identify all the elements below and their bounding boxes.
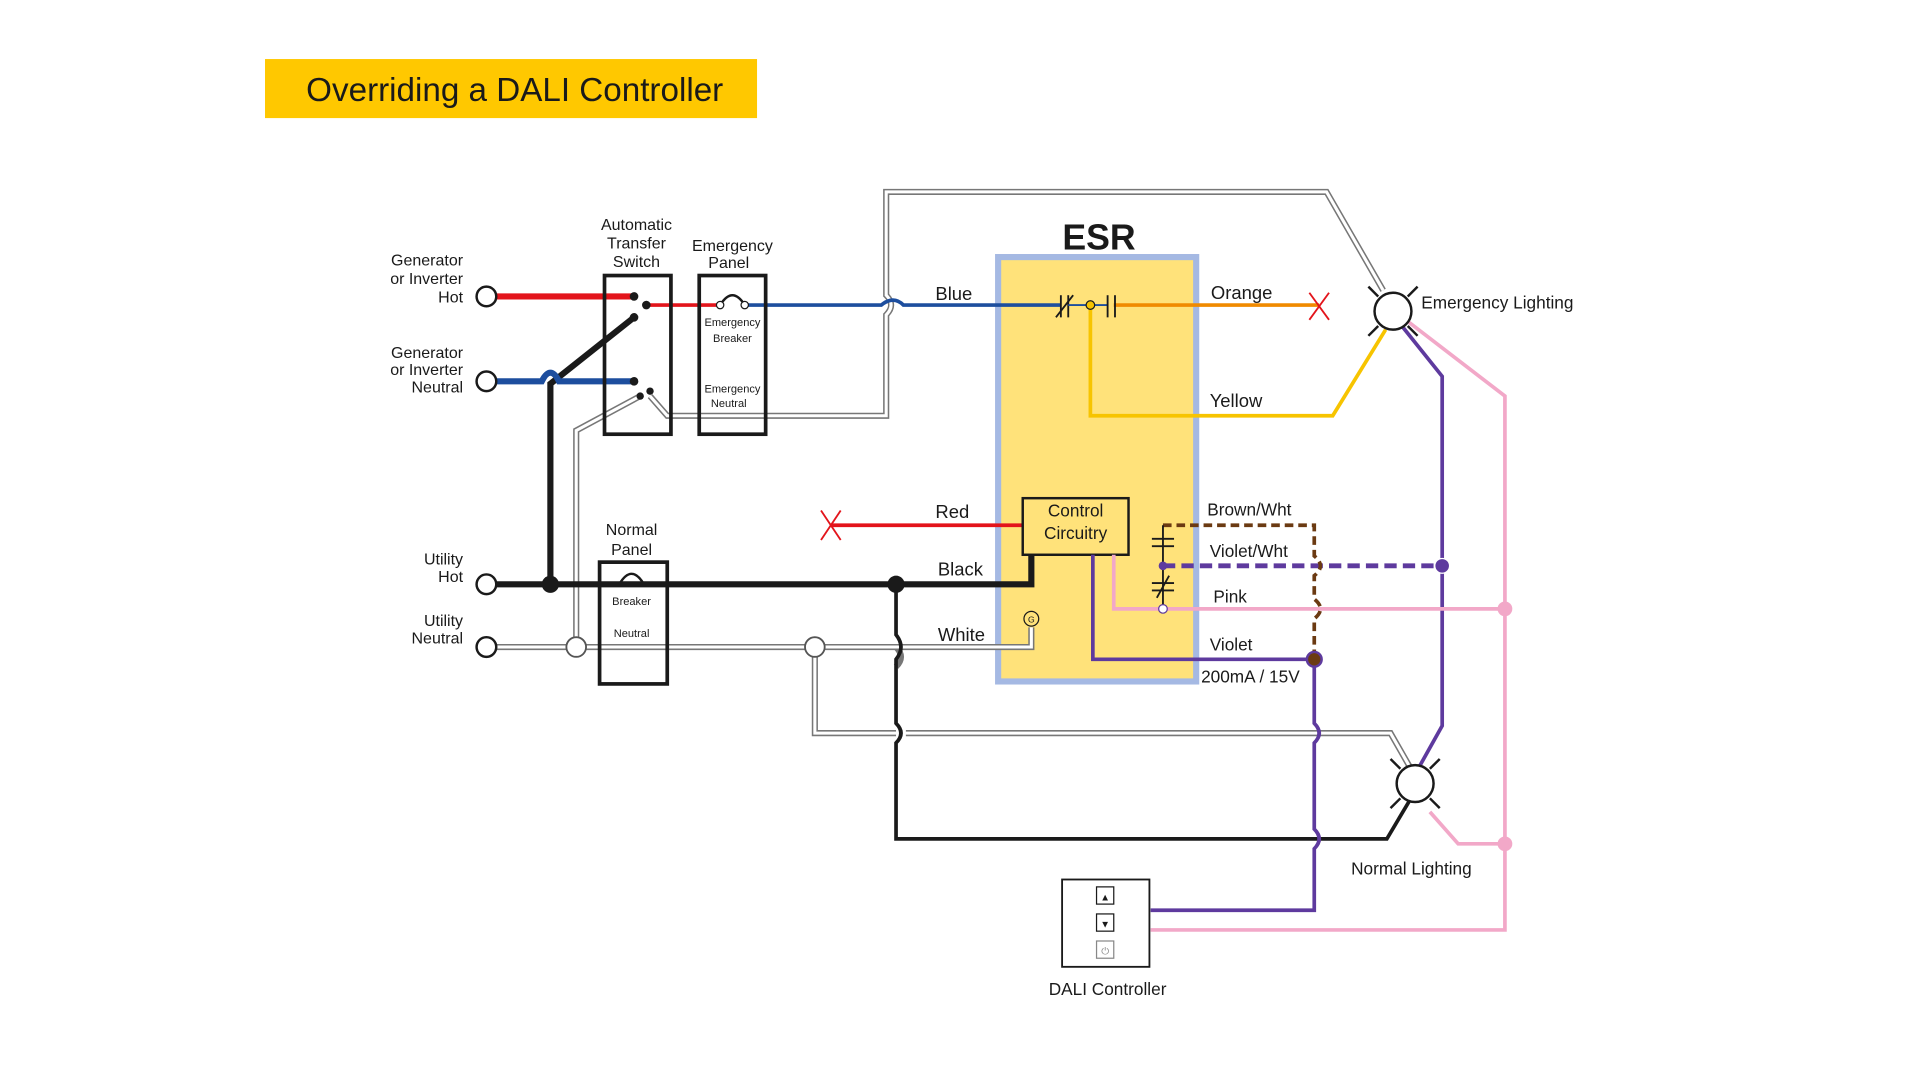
generator-hot-red-wire [496, 293, 721, 307]
violet-wire [1091, 554, 1322, 913]
capped-wire-x-icon [1308, 292, 1330, 321]
junction-dot [1158, 603, 1168, 614]
automatic-transfer-switch [602, 273, 673, 437]
dali-buttons: ▲ ▼ ⏻ [1095, 886, 1115, 959]
red-wire-label: Red [935, 501, 969, 522]
junction-dot [1497, 836, 1513, 852]
generator-neutral-label: Neutral [412, 379, 464, 396]
junction-dot [804, 636, 826, 658]
up-arrow-icon [1095, 886, 1115, 905]
junction-dot [887, 575, 905, 593]
esr-title: ESR [1062, 218, 1136, 258]
emergency-breaker-label: Emergency [704, 317, 760, 329]
up-arrow-glyph: ▲ [1100, 892, 1110, 903]
emergency-panel-label: Emergency [692, 238, 773, 255]
emergency-panel [697, 273, 768, 437]
source-terminals [475, 285, 498, 659]
ats-label: Automatic [601, 217, 672, 234]
normal-panel [597, 560, 670, 686]
neutral-label: Neutral [614, 628, 650, 640]
junction-dot [1085, 300, 1096, 310]
normal-panel-label: Normal [606, 522, 658, 539]
emergency-lighting-fixture [1367, 285, 1419, 337]
pink-wire [1111, 320, 1507, 932]
violet-wire-label: Violet [1210, 635, 1253, 655]
junction-dot [1158, 561, 1168, 571]
ats-label: Transfer [607, 235, 667, 252]
ats-label: Switch [613, 254, 660, 271]
blue-wire [744, 298, 1061, 307]
generator-neutral-terminal [475, 370, 498, 393]
junction-dot [541, 575, 559, 593]
power-glyph: ⏻ [1101, 947, 1109, 958]
ground-label: G [1028, 614, 1035, 624]
utility-neutral-label: Utility [424, 613, 463, 630]
dali-controller-label: DALI Controller [1049, 979, 1167, 999]
utility-neutral-label: Neutral [412, 630, 464, 647]
normal-lighting-fixture [1389, 758, 1441, 810]
ground-icon [1023, 610, 1040, 627]
utility-hot-terminal [475, 573, 498, 596]
utility-hot-label: Hot [438, 569, 463, 586]
control-circuitry-label: Circuitry [1044, 523, 1108, 543]
junction-dot [1305, 650, 1323, 668]
normal-panel-label: Panel [611, 542, 652, 559]
capped-wire-x-icon [820, 509, 842, 541]
generator-hot-label: Generator [391, 253, 464, 270]
generator-neutral-blue-wire [496, 369, 635, 385]
generator-hot-label: Hot [438, 290, 463, 307]
emergency-neutral-label: Emergency [704, 383, 760, 395]
junction-dot [1497, 601, 1513, 617]
emergency-breaker-label: Breaker [713, 333, 752, 345]
down-arrow-glyph: ▼ [1100, 919, 1110, 930]
breaker-label: Breaker [612, 596, 651, 608]
generator-hot-label: or Inverter [390, 271, 464, 288]
control-circuitry-label: Control [1048, 501, 1104, 521]
control-circuitry-box [1021, 496, 1130, 556]
breaker-icon [618, 572, 645, 585]
white-wire-label: White [938, 624, 985, 645]
violet-light-wire [1401, 326, 1445, 769]
neutral-white-wire [496, 393, 1413, 770]
title-banner [265, 59, 758, 119]
black-wire-label: Black [938, 559, 984, 580]
utility-hot-label: Utility [424, 552, 463, 569]
power-icon [1095, 940, 1115, 959]
emergency-lighting-label: Emergency Lighting [1421, 293, 1573, 313]
brown-white-wire [1162, 523, 1323, 660]
down-arrow-icon [1095, 913, 1115, 932]
yellow-wire-label: Yellow [1210, 390, 1263, 411]
violet-white-wire-label: Violet/Wht [1210, 541, 1288, 561]
emergency-neutral-wire [647, 188, 1386, 419]
generator-neutral-label: Generator [391, 345, 464, 362]
blue-wire-label: Blue [935, 283, 972, 304]
orange-wire-label: Orange [1211, 282, 1273, 303]
page-title: Overriding a DALI Controller [306, 72, 723, 109]
generator-neutral-label: or Inverter [390, 362, 464, 379]
junction-dot [565, 636, 587, 658]
rating-label: 200mA / 15V [1201, 667, 1300, 687]
utility-neutral-terminal [475, 635, 498, 659]
normal-lighting-label: Normal Lighting [1351, 859, 1472, 879]
brown-white-wire-label: Brown/Wht [1207, 499, 1291, 519]
emergency-neutral-label: Neutral [711, 398, 747, 410]
generator-hot-terminal [475, 285, 498, 308]
junction-dot [1434, 557, 1451, 574]
emergency-panel-label: Panel [708, 255, 749, 272]
pink-wire-label: Pink [1213, 587, 1247, 607]
yellow-wire [1088, 305, 1388, 418]
